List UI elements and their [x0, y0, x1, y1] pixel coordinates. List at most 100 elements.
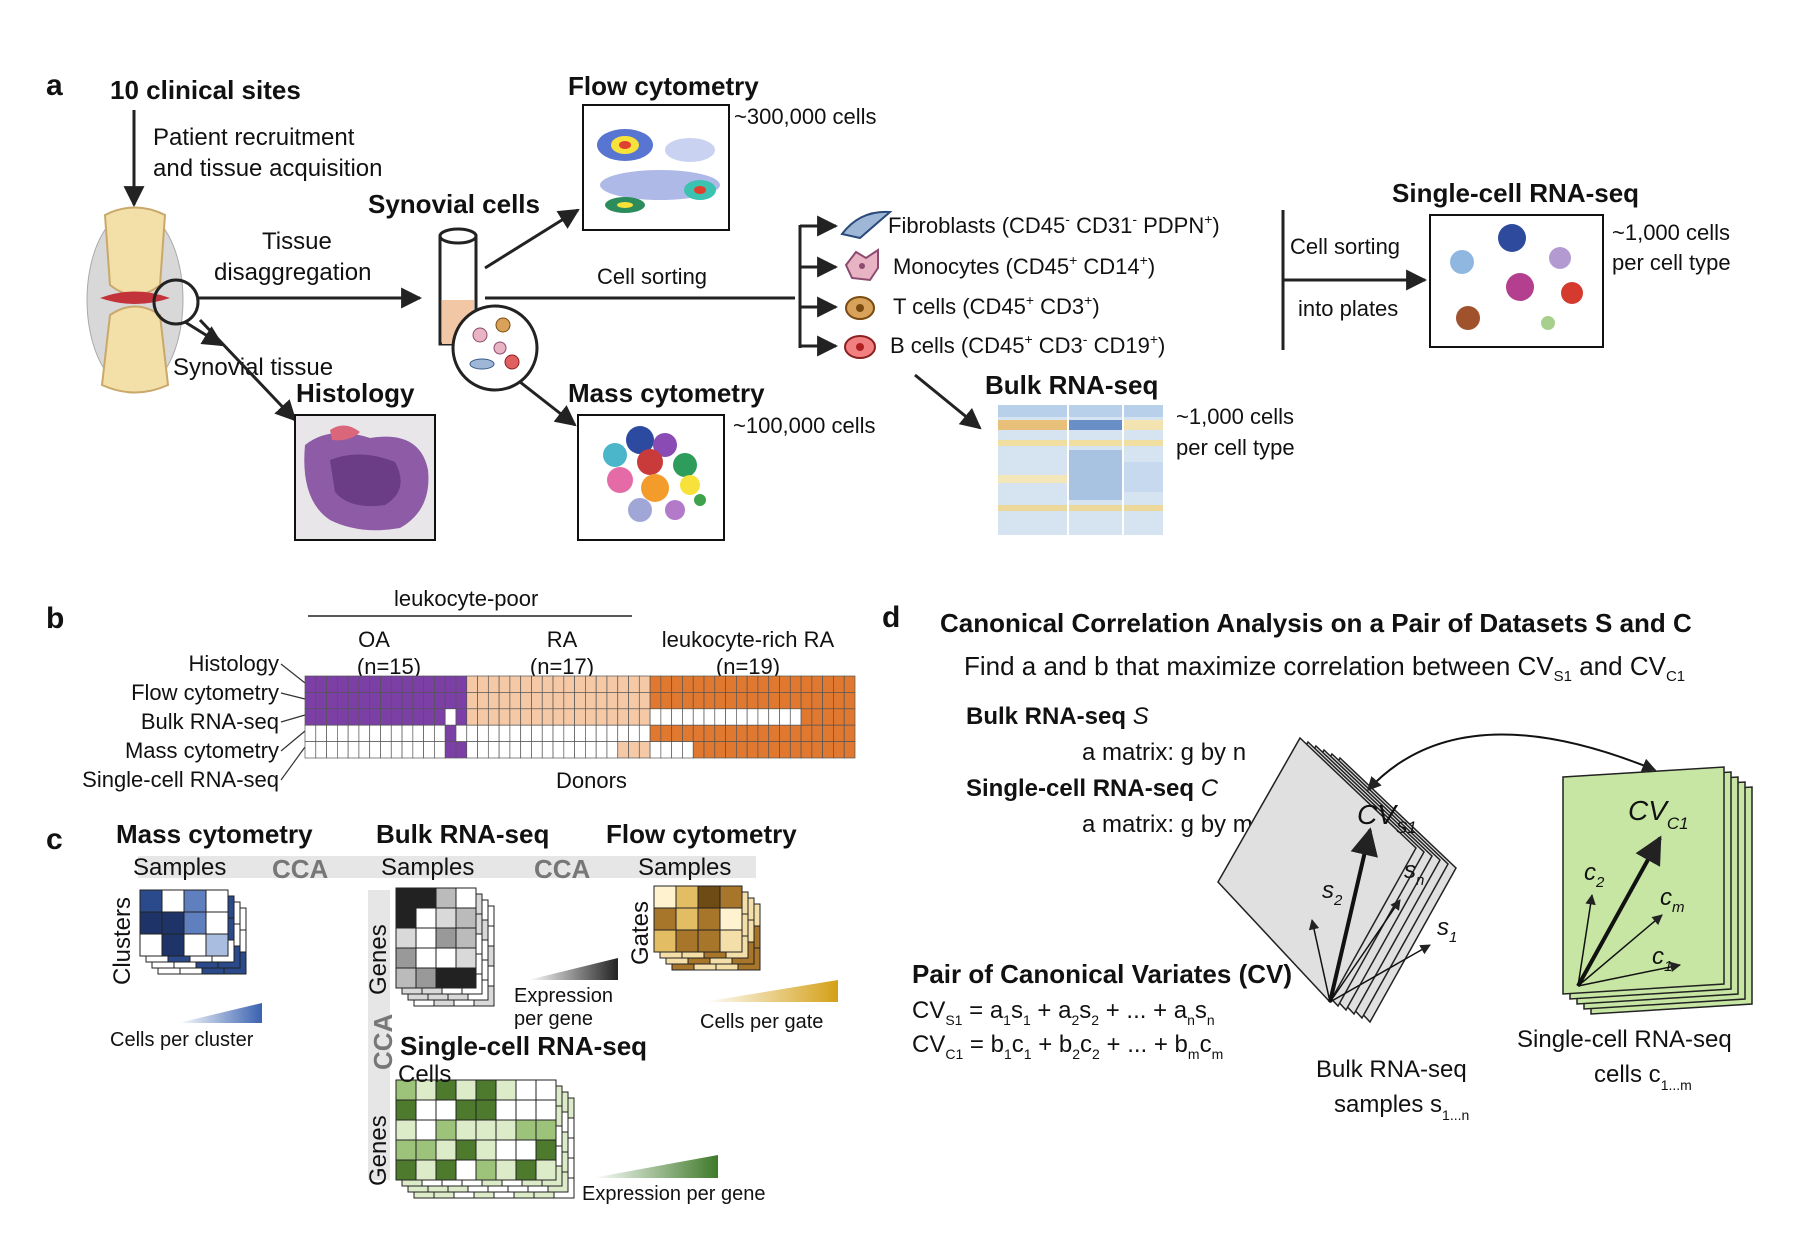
donor-cell [552, 724, 565, 742]
panel-a: a 10 clinical sites Patient recruitment … [46, 69, 1731, 541]
matrix-cell [415, 1099, 437, 1121]
donor-cell [714, 741, 726, 759]
donor-cell [843, 724, 856, 742]
matrix-cell [183, 911, 207, 935]
donor-cell [541, 741, 554, 759]
matrix-cell [675, 929, 699, 953]
donor-cell [380, 675, 392, 693]
matrix-cell [205, 933, 229, 957]
donor-cell [304, 692, 317, 710]
matrix-cell [719, 885, 743, 909]
donor-cell [380, 708, 392, 726]
donor-cell [714, 692, 726, 710]
donor-cell [423, 724, 435, 742]
donor-cell [843, 741, 856, 759]
donor-cell [326, 708, 338, 726]
donor-cell [358, 675, 371, 693]
d-sc-label: Single-cell RNA-seq C [966, 775, 1219, 802]
matrix-cell [535, 1079, 557, 1101]
donor-cell [617, 724, 629, 742]
histology-image [294, 414, 436, 541]
donor-cell [466, 692, 478, 710]
donor-cell [369, 724, 381, 742]
donor-cell [487, 675, 500, 693]
donor-cell [595, 741, 608, 759]
donor-cell [736, 708, 748, 726]
donor-cell [434, 675, 446, 693]
donor-cell [520, 708, 532, 726]
d-find-text: Find a and b that maximize correlation b… [964, 651, 1685, 685]
donor-cell [789, 675, 802, 693]
cca-label-2: CCA [534, 854, 591, 884]
mass-arrow [519, 380, 577, 427]
flow-samples-label: Samples [638, 854, 731, 881]
donor-cell [552, 675, 565, 693]
donor-cell [531, 675, 543, 693]
donor-cell [380, 692, 392, 710]
donor-cell [617, 741, 629, 759]
matrix-cell [139, 933, 163, 957]
row-label-flow: Flow cytometry [131, 680, 279, 705]
donor-cell [337, 741, 349, 759]
matrix-cell [455, 967, 477, 989]
matrix-cell [653, 907, 677, 931]
donor-cell [563, 724, 575, 742]
gates-label: Gates [627, 901, 654, 965]
donor-cell [541, 724, 554, 742]
donor-cell [779, 741, 791, 759]
group-oa-name: OA [358, 627, 390, 652]
donor-cell [703, 692, 716, 710]
leukocyte-poor-label: leukocyte-poor [394, 586, 538, 611]
donor-cell [822, 708, 834, 726]
matrix-cell [183, 889, 207, 913]
donor-cell [434, 741, 446, 759]
donor-cell [725, 724, 737, 742]
matrix-cell [455, 1139, 477, 1161]
donor-cell [638, 692, 651, 710]
donor-cell [617, 675, 629, 693]
matrix-cell [475, 1119, 497, 1141]
donor-cell [358, 708, 371, 726]
donor-cell [779, 675, 791, 693]
donor-cell [757, 741, 770, 759]
flow-arrow [484, 208, 580, 270]
matrix-cell [395, 1099, 417, 1121]
donor-cell [628, 708, 640, 726]
genes-label-bulk: Genes [365, 924, 392, 995]
matrix-cell [515, 1099, 537, 1121]
donor-grid [304, 675, 856, 759]
donor-cell [725, 708, 737, 726]
donor-cell [638, 708, 651, 726]
donor-cell [531, 724, 543, 742]
donor-cell [649, 675, 662, 693]
donor-cell [649, 724, 662, 742]
d-bulk-matrix: a matrix: g by n [1082, 739, 1246, 766]
donor-cell [423, 675, 435, 693]
flow-count: ~300,000 cells [734, 104, 877, 129]
donor-cell [563, 741, 575, 759]
donor-cell [304, 708, 317, 726]
cell-type-t-cells: T cells (CD45+ CD3+) [893, 292, 1100, 319]
donor-cell [789, 724, 802, 742]
donor-cell [703, 724, 716, 742]
expression-sc-wedge [592, 1155, 718, 1178]
donor-cell [595, 692, 608, 710]
expression-bulk-wedge [528, 958, 618, 980]
donor-cell [606, 708, 619, 726]
donor-cell [800, 692, 813, 710]
scrna-tsne-plot [1429, 214, 1604, 348]
d-title: Canonical Correlation Analysis on a Pair… [940, 608, 1692, 638]
donor-cell [412, 741, 424, 759]
donor-cell [487, 708, 500, 726]
donor-cell [455, 708, 468, 726]
panel-letter-d: d [882, 601, 900, 634]
donor-cell [401, 741, 414, 759]
donor-cell [746, 692, 759, 710]
donor-cell [628, 741, 640, 759]
bulk-count-1: ~1,000 cells [1176, 404, 1294, 429]
matrix-cell [495, 1159, 517, 1181]
donor-cell [477, 692, 489, 710]
cv-c1-equation: CVC1 = b1c1 + b2c2 + ... + bmcm [912, 1031, 1223, 1062]
donor-cell [833, 675, 845, 693]
donor-cell [833, 724, 845, 742]
